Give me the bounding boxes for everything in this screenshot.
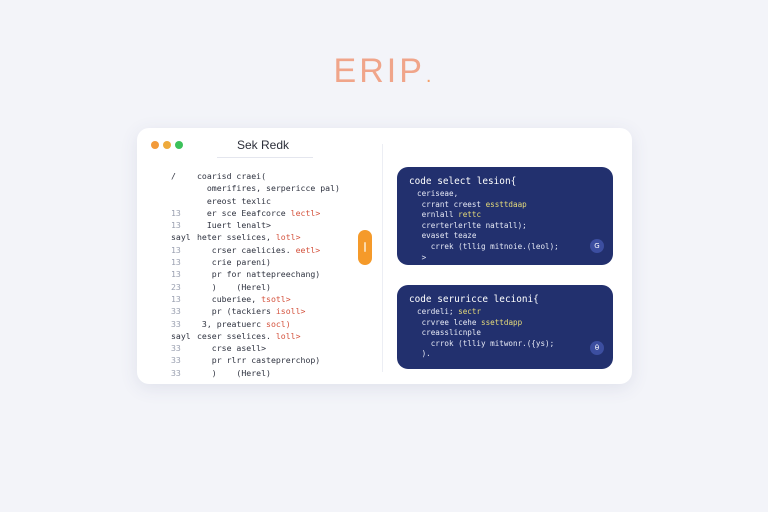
line-number: 13	[171, 220, 181, 231]
code-line: sayl ceser sselices. loll>	[171, 330, 340, 342]
card-code-line: cerdeli; sectr	[417, 307, 482, 316]
code-keyword: loll>	[275, 330, 301, 341]
card-code: ceriseae, crrant creest essttdaap ernlal…	[417, 189, 559, 263]
brand-name: ERIP	[333, 52, 425, 90]
card-title: code select lesion{	[409, 176, 517, 187]
card-code-line: crerterlerlte nattall);	[417, 220, 527, 230]
code-line: 33 ) (Herel)	[171, 367, 340, 379]
code-keyword: socl)	[266, 318, 291, 329]
code-line: 33 3, preatuerc socl)	[171, 318, 340, 330]
card-code-line: crrek (tllig mitnoie.(leol);	[417, 241, 559, 251]
line-number: 13	[171, 269, 181, 280]
code-keyword: tsotl>	[261, 293, 291, 304]
code-line: 13 crie pareni)	[171, 256, 340, 268]
close-button[interactable]	[151, 141, 159, 149]
code-keyword: eetl>	[295, 244, 321, 255]
brand-dot: .	[425, 65, 435, 87]
code-line: 33 pr rlrr casteprerchop)	[171, 354, 340, 366]
code-keyword: lectl>	[290, 207, 321, 218]
card-title: code seruricce lecioni{	[409, 294, 539, 305]
code-line: 13 crser caelicies. eetl>	[171, 244, 340, 256]
card-code-line: crrok (tlliy mitwonr.({ys);	[417, 338, 555, 348]
line-number: 13	[171, 244, 181, 255]
card-code: cerdeli; sectr crvree lcehe ssettdapp cr…	[417, 307, 554, 360]
code-highlight: ssettdapp	[481, 317, 523, 327]
line-number: 33	[171, 343, 181, 354]
code-highlight: sectr	[458, 307, 482, 316]
code-line: 13 pr for nattepreechang)	[171, 268, 340, 280]
line-number: sayl	[171, 330, 191, 341]
code-text: heter sselices,	[197, 232, 276, 243]
code-text: coarisd craei(	[197, 171, 267, 181]
card-code-line: crvree lcehe ssettdapp	[417, 317, 523, 327]
code-card-service[interactable]: code seruricce lecioni{ cerdeli; sectr c…	[397, 285, 613, 369]
code-line: sayl heter sselices, lotl>	[171, 231, 340, 243]
maximize-button[interactable]	[175, 141, 183, 149]
card-code-line: evaset teaze	[417, 231, 477, 241]
code-keyword: lotl>	[275, 232, 301, 243]
line-number: 33	[171, 367, 181, 378]
brand-logo: ERIP.	[0, 52, 768, 91]
code-text: ) (Herel)	[197, 367, 271, 378]
code-text: ereost texlic	[197, 195, 271, 206]
code-text: cuberiee,	[197, 293, 262, 304]
code-text: omerifires, serpericce pal)	[197, 183, 340, 194]
title-underline	[217, 157, 313, 158]
line-number: 13	[171, 293, 181, 304]
line-number: sayl	[171, 232, 191, 243]
code-line: omerifires, serpericce pal)	[171, 182, 340, 194]
resize-handle[interactable]	[358, 230, 372, 265]
line-number: 23	[171, 281, 181, 292]
code-keyword: isoll>	[275, 306, 306, 317]
code-text: pr rlrr casteprerchop)	[197, 355, 321, 366]
code-text: crie pareni)	[197, 257, 271, 268]
code-text: crse asell>	[197, 343, 267, 354]
card-code-line: crrant creest essttdaap	[417, 199, 527, 209]
line-number: 13	[171, 257, 181, 268]
code-text: ceser sselices.	[197, 330, 276, 341]
code-line: / coarisd craei(	[171, 170, 340, 182]
code-editor[interactable]: / coarisd craei( omerifires, serpericce p…	[171, 170, 340, 379]
code-text: crser caelicies.	[197, 244, 296, 255]
window-controls	[151, 141, 183, 149]
code-line: 13 Iuert lenalt>	[171, 219, 340, 231]
card-code-line: ernlall rettc	[417, 210, 482, 220]
code-text: ) (Herel)	[197, 281, 271, 292]
card-code-line: >	[417, 252, 427, 262]
line-number: 33	[171, 318, 181, 329]
pane-divider	[382, 144, 383, 372]
card-code-line: ).	[417, 349, 431, 359]
minimize-button[interactable]	[163, 141, 171, 149]
code-card-select[interactable]: code select lesion{ ceriseae, crrant cre…	[397, 167, 613, 265]
code-line: 33 pr (tackiers isoll>	[171, 305, 340, 317]
line-number: 33	[171, 355, 181, 366]
window-title: Sek Redk	[237, 138, 290, 152]
code-highlight: essttdaap	[485, 199, 527, 209]
code-line: 13 cuberiee, tsotl>	[171, 293, 340, 305]
copy-icon[interactable]: G	[590, 239, 604, 253]
line-number: /	[171, 171, 176, 181]
code-text: Iuert lenalt>	[197, 220, 271, 231]
code-line: 33 crse asell>	[171, 342, 340, 354]
code-text: pr (tackiers	[197, 306, 276, 317]
code-line: ereost texlic	[171, 195, 340, 207]
line-number: 33	[171, 306, 181, 317]
code-text: 3, preatuerc	[197, 318, 267, 329]
card-code-line: ceriseae,	[417, 189, 459, 198]
settings-icon[interactable]: θ	[590, 341, 604, 355]
code-line: 13 er sce Eeafcorce lectl>	[171, 207, 340, 219]
code-text: er sce Eeafcorce	[197, 207, 291, 218]
code-line: 23 ) (Herel)	[171, 281, 340, 293]
code-highlight: rettc	[458, 210, 482, 220]
code-text: pr for nattepreechang)	[197, 269, 321, 280]
card-code-line: creasslicnple	[417, 328, 482, 338]
line-number: 13	[171, 207, 181, 218]
